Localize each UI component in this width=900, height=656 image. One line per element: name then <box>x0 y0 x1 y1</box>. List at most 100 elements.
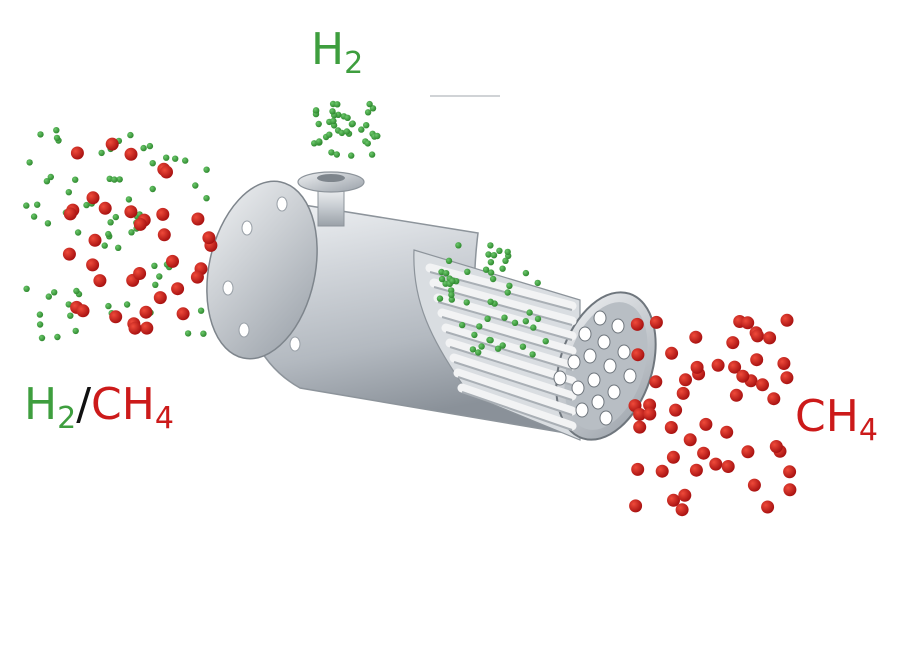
hydrogen-molecule <box>344 114 351 122</box>
hollow-fiber <box>449 353 577 401</box>
hollow-fiber <box>429 278 577 326</box>
methane-molecule <box>783 483 797 497</box>
hydrogen-molecule <box>163 154 170 161</box>
methane-molecule <box>643 407 657 421</box>
methane-molecule <box>88 233 102 247</box>
methane-molecule <box>191 212 205 226</box>
hydrogen-molecule <box>504 289 511 296</box>
methane-molecule <box>783 465 797 479</box>
hydrogen-molecule <box>494 345 502 352</box>
methane-molecule <box>649 375 663 389</box>
hydrogen-molecule <box>149 160 156 167</box>
hydrogen-molecule <box>471 331 478 339</box>
methane-molecule <box>86 258 100 272</box>
plate-hole <box>623 368 637 384</box>
hollow-fiber-edge <box>445 331 573 371</box>
methane-molecule <box>153 291 167 305</box>
methane-molecule <box>711 358 725 372</box>
hydrogen-molecule <box>476 323 483 330</box>
hydrogen-molecule <box>316 138 323 145</box>
methane-molecule <box>728 360 742 374</box>
feed-h2-sub: 2 <box>57 401 77 436</box>
hollow-fiber-edge <box>449 346 573 386</box>
methane-molecule <box>697 446 711 460</box>
plate-hole <box>617 344 631 360</box>
hydrogen-molecule <box>152 281 159 288</box>
hydrogen-molecule <box>106 175 113 182</box>
methane-molecule <box>683 433 697 447</box>
retentate-label: CH4 <box>795 395 878 446</box>
hydrogen-molecule <box>490 252 498 259</box>
methane-molecule <box>780 371 794 385</box>
hydrogen-molecule <box>83 201 90 209</box>
hydrogen-molecule <box>67 312 74 319</box>
hydrogen-molecule <box>73 287 80 295</box>
plate-hole <box>575 402 589 418</box>
hydrogen-molecule <box>349 120 356 127</box>
hydrogen-molecule <box>463 299 470 306</box>
hydrogen-molecule <box>487 269 495 276</box>
particles <box>23 100 797 517</box>
methane-molecule <box>63 207 77 221</box>
hydrogen-molecule <box>23 202 30 209</box>
methane-molecule <box>709 457 723 471</box>
hydrogen-molecule <box>464 268 471 275</box>
methane-molecule <box>763 331 777 345</box>
permeate-nozzle <box>297 171 365 227</box>
methane-molecule <box>729 388 743 402</box>
hydrogen-molecule <box>128 229 135 236</box>
hydrogen-molecule <box>72 176 79 183</box>
methane-molecule <box>631 462 645 476</box>
hydrogen-molecule <box>127 131 134 139</box>
hydrogen-molecule <box>156 273 163 280</box>
methane-molecule <box>139 305 153 319</box>
methane-molecule <box>669 403 683 417</box>
methane-molecule <box>666 450 680 464</box>
methane-molecule <box>190 270 204 284</box>
hydrogen-molecule <box>172 155 179 162</box>
methane-molecule <box>166 254 179 268</box>
hydrogen-molecule <box>200 330 207 337</box>
hydrogen-molecule <box>448 287 455 294</box>
methane-molecule <box>690 360 704 374</box>
hydrogen-molecule <box>368 151 376 158</box>
plate-hole <box>593 310 607 326</box>
hydrogen-molecule <box>445 257 453 264</box>
methane-molecule <box>76 304 90 318</box>
hydrogen-molecule <box>475 349 482 356</box>
methane-molecule <box>777 357 791 370</box>
hydrogen-molecule <box>74 229 82 236</box>
hydrogen-molecule <box>30 213 38 220</box>
methane-molecule <box>70 146 84 160</box>
methane-molecule <box>140 321 154 335</box>
methane-molecule <box>756 378 769 392</box>
hydrogen-molecule <box>448 296 455 303</box>
methane-molecule <box>202 231 216 245</box>
methane-molecule <box>124 147 138 161</box>
hydrogen-molecule <box>469 346 477 353</box>
hydrogen-molecule <box>529 351 536 358</box>
hydrogen-molecule <box>203 195 210 202</box>
methane-molecule <box>156 207 170 221</box>
methane-molecule <box>741 316 755 330</box>
hydrogen-molecule <box>23 285 30 292</box>
plate-hole <box>583 348 597 364</box>
hollow-fiber <box>441 323 577 371</box>
feed-h2: H <box>24 379 58 430</box>
feed-separator: / <box>76 379 92 430</box>
methane-molecule <box>86 191 100 205</box>
hydrogen-molecule <box>36 311 44 318</box>
hydrogen-molecule <box>334 101 341 108</box>
hollow-fiber <box>425 263 577 311</box>
hydrogen-molecule <box>105 230 112 238</box>
hydrogen-molecule <box>125 196 133 203</box>
methane-molecule <box>689 463 703 477</box>
hydrogen-molecule <box>482 266 490 273</box>
methane-molecule <box>699 417 713 431</box>
methane-molecule <box>633 407 647 421</box>
methane-molecule <box>93 274 107 288</box>
hydrogen-molecule <box>333 151 340 158</box>
hollow-fiber <box>453 368 577 416</box>
